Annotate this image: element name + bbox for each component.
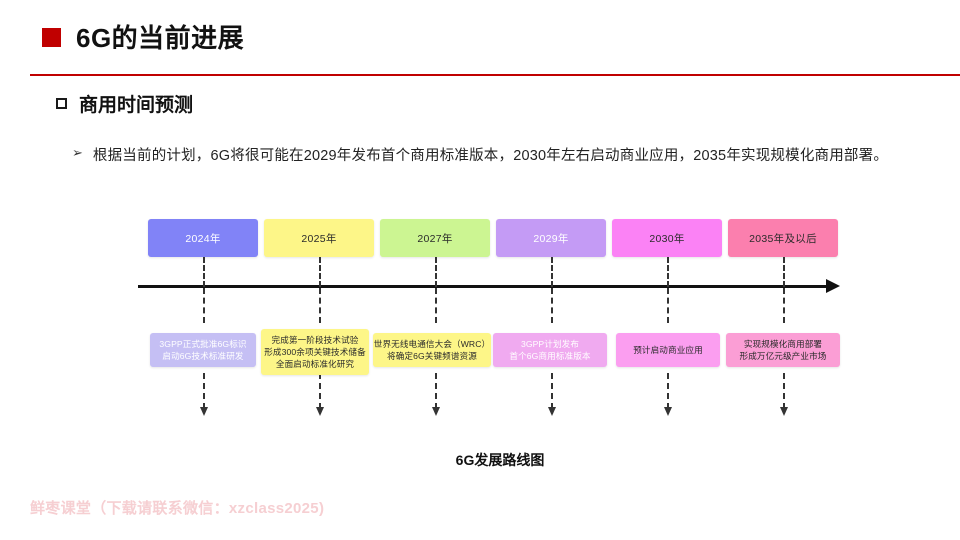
connector-dashed-upper [203, 257, 205, 287]
milestone-description-line: 预计启动商业应用 [633, 345, 703, 355]
connector-dashed-middle [783, 288, 785, 323]
arrow-bullet-icon: ➢ [72, 145, 83, 160]
milestone-year-label: 2025年 [301, 232, 337, 245]
figure-caption: 6G发展路线图 [455, 452, 545, 468]
milestone-description-box: 3GPP计划发布首个6G商用标准版本 [493, 333, 607, 367]
milestone-year-label: 2029年 [533, 232, 569, 245]
milestone-description-box: 实现规模化商用部署形成万亿元级产业市场 [726, 333, 840, 367]
watermark: 鲜枣课堂（下载请联系微信：xzclass2025) [30, 500, 325, 517]
connector-dashed-lower [435, 373, 437, 409]
milestone-description-line: 3GPP正式批准6G标识 [159, 339, 247, 349]
milestone-description-line: 首个6G商用标准版本 [509, 351, 591, 361]
milestone-description-box: 预计启动商业应用 [616, 333, 720, 367]
connector-down-arrowhead-icon [315, 407, 324, 416]
connector-dashed-upper [319, 257, 321, 287]
body-paragraph-block: ➢ 根据当前的计划，6G将很可能在2029年发布首个商用标准版本，2030年左右… [72, 140, 932, 173]
milestone-year-label: 2030年 [649, 232, 685, 245]
connector-down-arrowhead-icon [199, 407, 208, 416]
connector-dashed-lower [551, 373, 553, 409]
milestone-year-box: 2030年 [612, 219, 722, 257]
connector-dashed-upper [667, 257, 669, 287]
section-heading: 商用时间预测 [56, 90, 193, 117]
connector-dashed-middle [319, 288, 321, 323]
milestone-year-label: 2024年 [185, 232, 221, 245]
connector-dashed-middle [667, 288, 669, 323]
milestone-year-box: 2024年 [148, 219, 258, 257]
connector-dashed-lower [667, 373, 669, 409]
roadmap-figure: 2024年 3GPP正式批准6G标识启动6G技术标准研发 2025年完成第一阶段技术… [0, 205, 960, 480]
body-paragraph-text: 根据当前的计划，6G将很可能在2029年发布首个商用标准版本，2030年左右启动… [92, 148, 889, 164]
header-bullet-square [42, 28, 61, 47]
connector-dashed-lower [783, 373, 785, 409]
milestone-year-box: 2029年 [496, 219, 606, 257]
square-outline-icon [56, 98, 67, 109]
milestone-year-box: 2025年 [264, 219, 374, 257]
milestone-description-line: 启动6G技术标准研发 [162, 351, 244, 361]
connector-dashed-middle [551, 288, 553, 323]
timeline-arrowhead-icon [826, 279, 840, 293]
milestone-year-label: 2035年及以后 [749, 232, 817, 245]
milestone-year-label: 2027年 [417, 232, 453, 245]
page-title: 6G的当前进展 [76, 23, 245, 53]
milestone-description-line: 形成万亿元级产业市场 [739, 351, 827, 361]
milestone-description-line: 全面启动标准化研究 [275, 359, 355, 369]
connector-dashed-middle [203, 288, 205, 323]
milestone-year-box: 2027年 [380, 219, 490, 257]
connector-dashed-lower [319, 373, 321, 409]
slide-header: 6G的当前进展 [0, 0, 960, 76]
milestone-description-line: 3GPP计划发布 [520, 339, 580, 349]
connector-down-arrowhead-icon [547, 407, 556, 416]
milestone-description-line: 形成300余项关键技术储备 [264, 347, 366, 357]
connector-down-arrowhead-icon [663, 407, 672, 416]
connector-dashed-lower [203, 373, 205, 409]
milestone-description-box: 世界无线电通信大会（WRC） 将确定6G关键频谱资源 [373, 333, 491, 367]
milestone-description-line: 完成第一阶段技术试验 [271, 335, 359, 345]
connector-dashed-upper [783, 257, 785, 287]
milestone-description-line: 实现规模化商用部署 [743, 339, 823, 349]
roadmap-canvas: 2024年 3GPP正式批准6G标识启动6G技术标准研发 2025年完成第一阶段技术… [138, 205, 852, 480]
connector-dashed-upper [435, 257, 437, 287]
connector-dashed-upper [551, 257, 553, 287]
timeline-axis [138, 285, 828, 288]
header-divider [30, 74, 960, 76]
milestone-description-box: 3GPP正式批准6G标识启动6G技术标准研发 [150, 333, 256, 367]
milestone-description-box: 完成第一阶段技术试验形成300余项关键技术储备全面启动标准化研究 [261, 329, 369, 375]
milestone-description-line: 世界无线电通信大会（WRC） [373, 339, 491, 349]
section-heading-label: 商用时间预测 [79, 95, 194, 116]
connector-down-arrowhead-icon [779, 407, 788, 416]
connector-down-arrowhead-icon [431, 407, 440, 416]
milestone-year-box: 2035年及以后 [728, 219, 838, 257]
connector-dashed-middle [435, 288, 437, 323]
milestone-description-line: 将确定6G关键频谱资源 [387, 351, 477, 361]
